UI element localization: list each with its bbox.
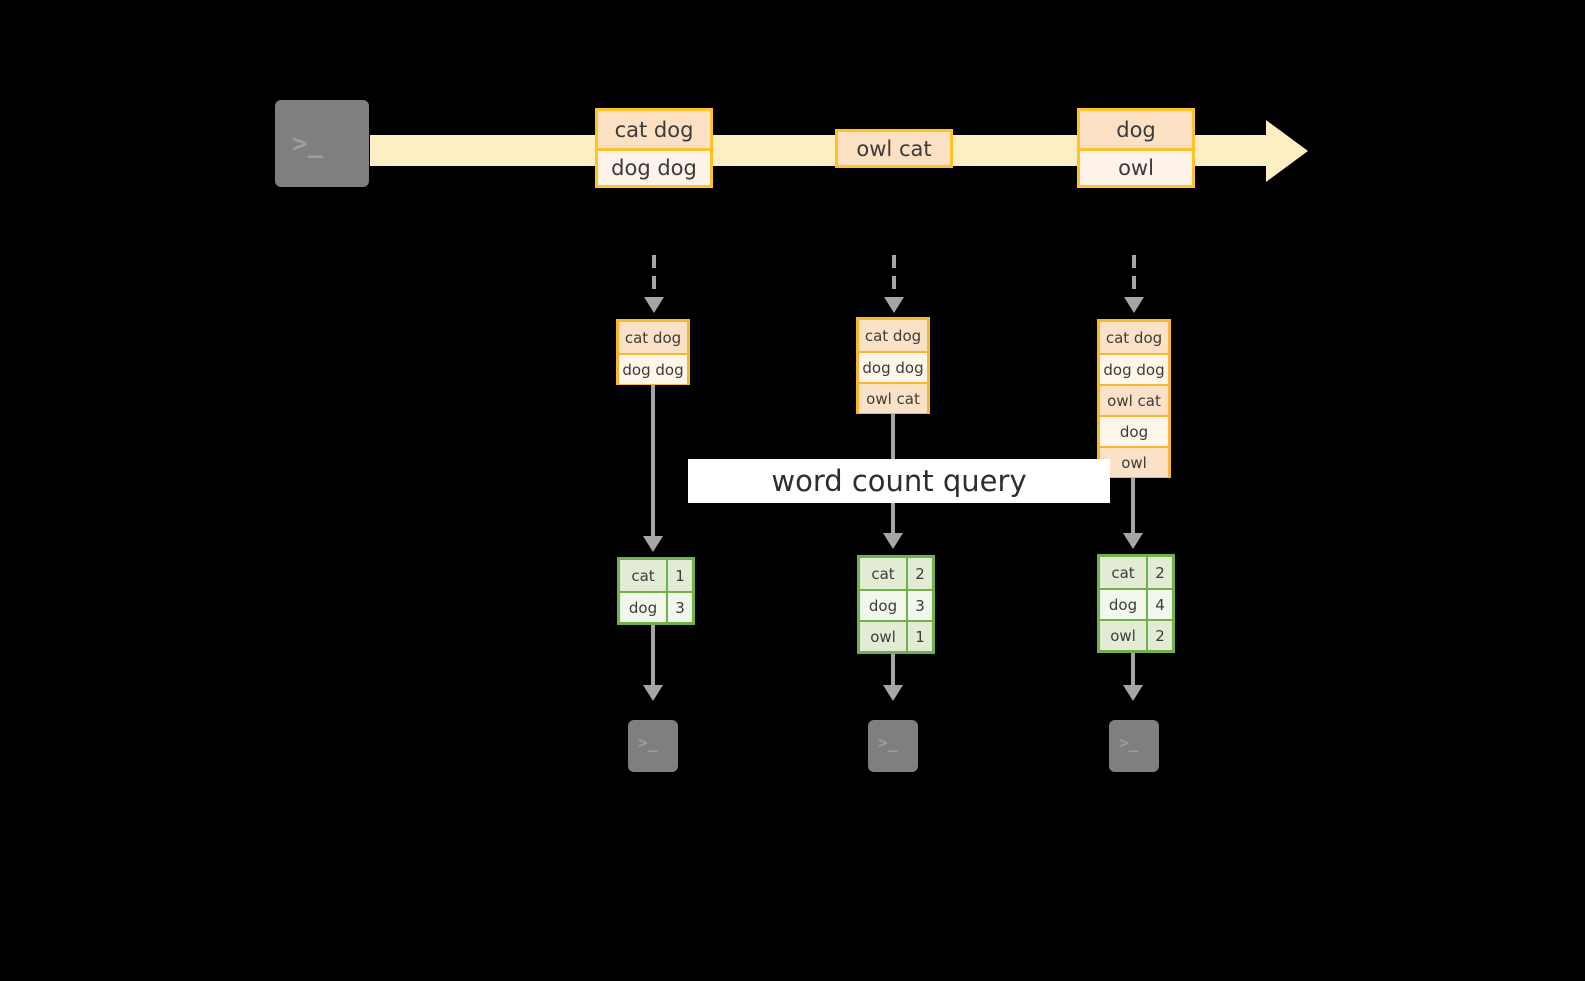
result-count-cell: 1 bbox=[666, 560, 692, 591]
snapshot-1-sink-terminal-icon[interactable]: >_ bbox=[620, 712, 686, 780]
snapshot-3-result-table[interactable]: cat 2 dog 4 owl 2 bbox=[1097, 554, 1175, 653]
table-row: owl 1 bbox=[860, 620, 932, 651]
table-row: dog 3 bbox=[860, 589, 932, 620]
snapshot-1-sink-arrowhead bbox=[643, 685, 663, 701]
snapshot-2-sink-arrowhead bbox=[883, 685, 903, 701]
snapshot-1-result-table[interactable]: cat 1 dog 3 bbox=[617, 557, 695, 625]
snapshot-3-input-table[interactable]: cat dog dog dog owl cat dog owl bbox=[1097, 319, 1171, 478]
stream-event-3-line-2: owl bbox=[1080, 148, 1192, 185]
result-word-cell: cat bbox=[1100, 557, 1146, 588]
result-word-cell: dog bbox=[620, 593, 666, 622]
snapshot-2-input-row: owl cat bbox=[859, 382, 927, 413]
table-row: owl 2 bbox=[1100, 619, 1172, 650]
snapshot-3-input-row: dog bbox=[1100, 415, 1168, 446]
snapshot-1-drop-arrowhead bbox=[644, 297, 664, 313]
result-count-cell: 2 bbox=[906, 558, 932, 589]
snapshot-2-input-row: cat dog bbox=[859, 320, 927, 351]
result-count-cell: 4 bbox=[1146, 590, 1172, 619]
result-word-cell: dog bbox=[1100, 590, 1146, 619]
snapshot-3-sink-terminal-icon[interactable]: >_ bbox=[1101, 712, 1167, 780]
table-row: dog 4 bbox=[1100, 588, 1172, 619]
terminal-hatch-border bbox=[275, 100, 369, 187]
result-count-cell: 1 bbox=[906, 622, 932, 651]
snapshot-3-input-row: dog dog bbox=[1100, 353, 1168, 384]
snapshot-2-drop-arrowhead bbox=[884, 297, 904, 313]
table-row: dog 3 bbox=[620, 591, 692, 622]
source-terminal-icon[interactable]: >_ bbox=[267, 92, 377, 195]
snapshot-3-query-arrowhead bbox=[1123, 533, 1143, 549]
table-row: cat 1 bbox=[620, 560, 692, 591]
stream-event-1[interactable]: cat dog dog dog bbox=[595, 108, 713, 188]
result-count-cell: 2 bbox=[1146, 621, 1172, 650]
stream-event-1-line-1: cat dog bbox=[598, 111, 710, 148]
stream-event-3-line-1: dog bbox=[1080, 111, 1192, 148]
terminal-hatch-border bbox=[868, 720, 918, 772]
snapshot-1-input-table[interactable]: cat dog dog dog bbox=[616, 319, 690, 385]
snapshot-1-query-line bbox=[651, 385, 655, 538]
snapshot-3-drop-arrowhead bbox=[1124, 297, 1144, 313]
word-count-query-label: word count query bbox=[688, 459, 1110, 503]
result-count-cell: 3 bbox=[666, 593, 692, 622]
stream-event-2[interactable]: owl cat bbox=[835, 129, 953, 168]
snapshot-1-input-row: cat dog bbox=[619, 322, 687, 353]
result-word-cell: dog bbox=[860, 591, 906, 620]
table-row: cat 2 bbox=[860, 558, 932, 589]
snapshot-3-input-row: cat dog bbox=[1100, 322, 1168, 353]
snapshot-2-sink-line bbox=[891, 654, 895, 687]
snapshot-1-sink-line bbox=[651, 625, 655, 687]
snapshot-3-sink-line bbox=[1131, 653, 1135, 687]
stream-event-1-line-2: dog dog bbox=[598, 148, 710, 185]
result-count-cell: 2 bbox=[1146, 557, 1172, 588]
snapshot-2-drop-line bbox=[892, 255, 896, 299]
result-count-cell: 3 bbox=[906, 591, 932, 620]
snapshot-1-input-row: dog dog bbox=[619, 353, 687, 384]
snapshot-2-input-row: dog dog bbox=[859, 351, 927, 382]
snapshot-1-drop-line bbox=[652, 255, 656, 299]
snapshot-3-input-row: owl bbox=[1100, 446, 1168, 477]
snapshot-3-sink-arrowhead bbox=[1123, 685, 1143, 701]
result-word-cell: cat bbox=[860, 558, 906, 589]
snapshot-1-query-arrowhead bbox=[643, 536, 663, 552]
snapshot-3-drop-line bbox=[1132, 255, 1136, 299]
snapshot-3-input-row: owl cat bbox=[1100, 384, 1168, 415]
snapshot-2-query-arrowhead bbox=[883, 533, 903, 549]
result-word-cell: owl bbox=[1100, 621, 1146, 650]
stream-event-3[interactable]: dog owl bbox=[1077, 108, 1195, 188]
table-row: cat 2 bbox=[1100, 557, 1172, 588]
word-count-query-text: word count query bbox=[771, 464, 1027, 498]
result-word-cell: cat bbox=[620, 560, 666, 591]
stream-event-2-line-1: owl cat bbox=[838, 132, 950, 165]
terminal-hatch-border bbox=[1109, 720, 1159, 772]
terminal-hatch-border bbox=[628, 720, 678, 772]
snapshot-2-sink-terminal-icon[interactable]: >_ bbox=[860, 712, 926, 780]
result-word-cell: owl bbox=[860, 622, 906, 651]
stream-timeline-arrowhead bbox=[1266, 120, 1308, 182]
snapshot-2-result-table[interactable]: cat 2 dog 3 owl 1 bbox=[857, 555, 935, 654]
snapshot-2-input-table[interactable]: cat dog dog dog owl cat bbox=[856, 317, 930, 414]
snapshot-3-query-line bbox=[1131, 478, 1135, 535]
